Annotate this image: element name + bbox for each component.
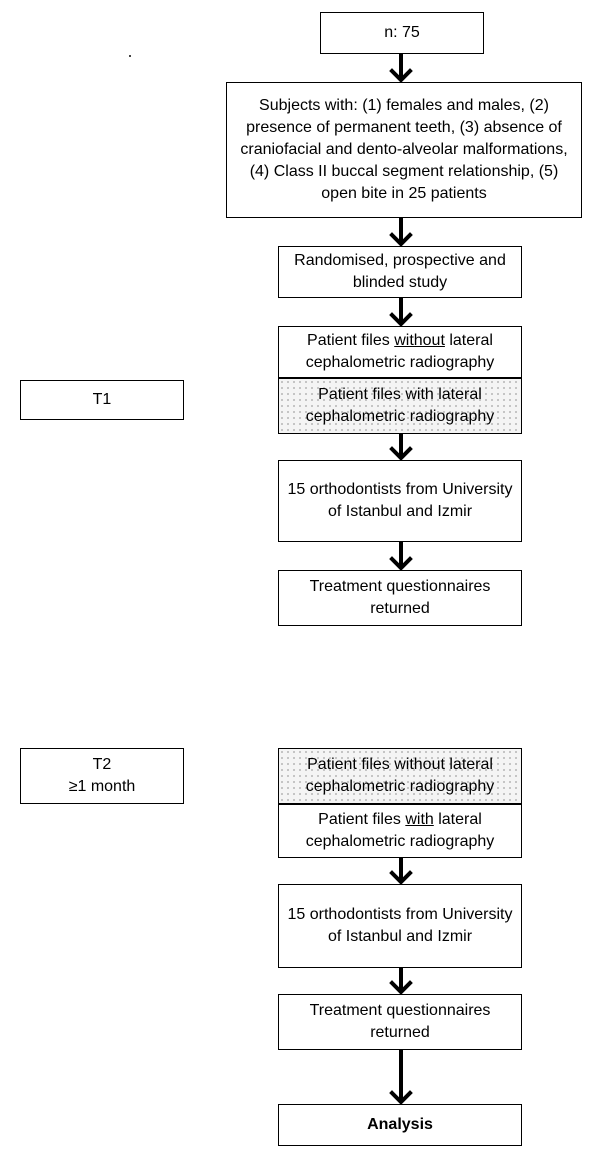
t2-label: T2 — [92, 756, 112, 773]
t1-files-without-emphasis: without — [394, 332, 445, 349]
sample-size-box: n: 75 — [320, 12, 484, 54]
inclusion-criteria-box: Subjects with: (1) females and males, (2… — [226, 82, 582, 218]
t1-files-with-text: Patient files with lateral cephalometric… — [305, 386, 495, 425]
t1-orthodontists-box: 15 orthodontists from University of Ista… — [278, 460, 522, 542]
arrowhead-t1-files-to-orthodontists — [390, 447, 412, 460]
t2-files-with-box: Patient files with lateral cephalometric… — [278, 804, 522, 858]
arrowhead-n-to-subjects — [390, 69, 412, 82]
arrowhead-randomised-to-t1-files — [390, 313, 412, 326]
t1-questionnaires-text: Treatment questionnaires returned — [309, 578, 491, 617]
t2-questionnaires-text: Treatment questionnaires returned — [309, 1002, 491, 1041]
t2-files-without-box: Patient files without lateral cephalomet… — [278, 748, 522, 804]
t1-orthodontists-text: 15 orthodontists from University of Ista… — [287, 481, 513, 520]
t2-orthodontists-text: 15 orthodontists from University of Ista… — [287, 906, 513, 945]
arrowhead-t2-files-to-orthodontists — [390, 871, 412, 884]
t1-files-without-post: lateral cephalometric radiography — [305, 332, 495, 371]
analysis-box: Analysis — [278, 1104, 522, 1146]
sample-size-text: n: 75 — [384, 24, 420, 41]
t2-files-with-text: Patient files with lateral cephalometric… — [285, 809, 515, 853]
t2-files-with-emphasis: with — [405, 811, 434, 828]
arrowhead-t2-questionnaires-to-analysis — [390, 1091, 412, 1104]
t1-questionnaires-box: Treatment questionnaires returned — [278, 570, 522, 626]
t1-label: T1 — [92, 391, 112, 408]
arrowhead-t1-orthodontists-to-questionnaires — [390, 557, 412, 570]
t1-files-without-text: Patient files without lateral cephalomet… — [285, 330, 515, 374]
t2-label-box: T2 ≥1 month — [20, 748, 184, 804]
t2-questionnaires-box: Treatment questionnaires returned — [278, 994, 522, 1050]
t1-files-without-pre: Patient files — [307, 332, 395, 349]
t1-files-with-box: Patient files with lateral cephalometric… — [278, 378, 522, 434]
study-design-box: Randomised, prospective and blinded stud… — [278, 246, 522, 298]
t1-files-without-box: Patient files without lateral cephalomet… — [278, 326, 522, 378]
t2-files-with-post: lateral cephalometric radiography — [305, 811, 495, 850]
stray-dot — [129, 55, 131, 57]
t1-label-box: T1 — [20, 380, 184, 420]
t2-files-with-pre: Patient files — [318, 811, 406, 828]
analysis-text: Analysis — [367, 1116, 433, 1133]
inclusion-criteria-text: Subjects with: (1) females and males, (2… — [240, 97, 568, 202]
arrowhead-subjects-to-randomised — [390, 233, 412, 246]
t2-orthodontists-box: 15 orthodontists from University of Ista… — [278, 884, 522, 968]
arrowhead-t2-orthodontists-to-questionnaires — [390, 981, 412, 994]
study-design-text: Randomised, prospective and blinded stud… — [294, 252, 506, 291]
t2-interval: ≥1 month — [68, 778, 136, 795]
t2-files-without-text: Patient files without lateral cephalomet… — [305, 756, 495, 795]
